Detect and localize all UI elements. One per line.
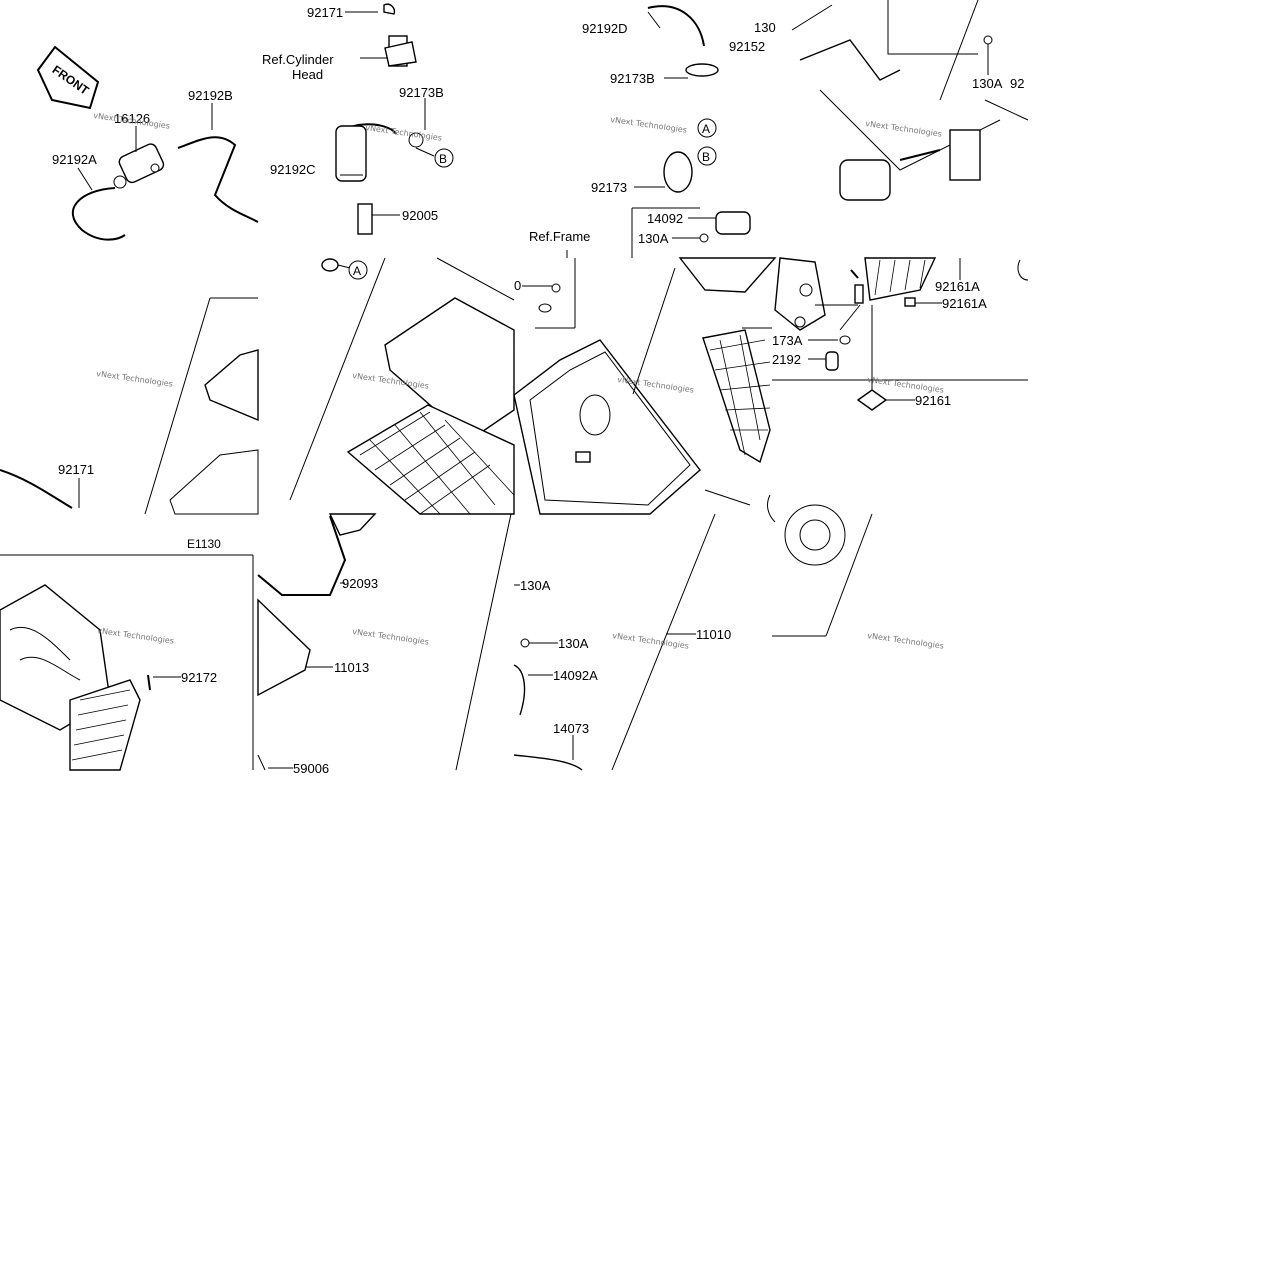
front-arrow-icon: FRONT xyxy=(36,45,100,110)
callout-a: A xyxy=(353,264,361,278)
label-ref-frame: Ref.Frame xyxy=(529,229,590,244)
hose-92192a xyxy=(71,187,126,241)
panel-drain-parts: 173A 2192 xyxy=(772,304,861,371)
label-92192b: 92192B xyxy=(188,88,233,103)
label-16126: 16126 xyxy=(114,111,150,126)
panel-cylinder-head: B A 92171 Ref.Cylinder Head 92173B 92192… xyxy=(262,3,454,280)
label-92161: 92161 xyxy=(915,393,951,408)
label-2192: 2192 xyxy=(772,352,801,367)
label-92171: 92171 xyxy=(307,5,343,20)
label-92152: 92152 xyxy=(729,39,765,54)
watermark: vNext Technologies xyxy=(867,631,945,651)
label-173a: 173A xyxy=(772,333,803,348)
filter-mesh xyxy=(359,411,515,515)
callout-a: A xyxy=(702,122,710,136)
panel-breather-hose: 92171 vNext Technologies xyxy=(0,297,259,515)
panel-gasket-element: 92093 11013 59006 vNext Technologies xyxy=(257,513,512,776)
label-92192a: 92192A xyxy=(52,152,97,167)
panel-duct-bottom: 130A 130A 14092A 14073 11010 vNext Techn… xyxy=(513,494,945,771)
label-92192c: 92192C xyxy=(270,162,316,177)
label-130: 130 xyxy=(754,20,776,35)
label-14073: 14073 xyxy=(553,721,589,736)
label-92161a: 92161A xyxy=(935,279,980,294)
watermark: vNext Technologies xyxy=(96,369,174,389)
label-92171: 92171 xyxy=(58,462,94,477)
label-14092a: 14092A xyxy=(553,668,598,683)
label-11013: 11013 xyxy=(334,660,369,675)
label-92172: 92172 xyxy=(181,670,217,685)
label-92161a: 92161A xyxy=(942,296,987,311)
label-92173b: 92173B xyxy=(610,71,655,86)
label-0: 0 xyxy=(514,278,521,293)
air-valve-part xyxy=(113,143,165,189)
label-head: Head xyxy=(292,67,323,82)
label-92173b: 92173B xyxy=(399,85,444,100)
label-130a: 130A xyxy=(972,76,1003,91)
cover-grid xyxy=(709,334,771,456)
panel-hoses-clamps: A B 92192D 92152 130 92173B 92173 14092 … xyxy=(582,5,776,258)
label-92173: 92173 xyxy=(591,180,627,195)
watermark: vNext Technologies xyxy=(365,123,443,143)
panel-intake-duct: E1130 92172 vNext Technologies xyxy=(0,537,254,771)
label-130a: 130A xyxy=(520,578,551,593)
panel-air-filter: Ref.Frame 0 vNext Technologies xyxy=(289,229,590,515)
watermark: vNext Technologies xyxy=(97,626,175,646)
label-e1130: E1130 xyxy=(187,537,221,551)
hose-92192b xyxy=(177,136,259,223)
label-92192d: 92192D xyxy=(582,21,628,36)
label-92: 92 xyxy=(1010,76,1024,91)
label-92093: 92093 xyxy=(342,576,378,591)
callout-b: B xyxy=(702,150,710,164)
callout-b: B xyxy=(439,152,447,166)
label-92005: 92005 xyxy=(402,208,438,223)
panel-frame: 130A 92 vNext Technologies xyxy=(785,0,1029,210)
panel-right-sensors: 92161A 92161A 92161 vNext Technologies xyxy=(772,257,1029,411)
label-130a: 130A xyxy=(638,231,669,246)
panel-front-hoses: FRONT 16126 92192B 92192A vNext Technolo… xyxy=(36,45,259,241)
watermark: vNext Technologies xyxy=(352,627,430,647)
label-130a: 130A xyxy=(558,636,589,651)
label-11010: 11010 xyxy=(696,627,731,642)
label-14092: 14092 xyxy=(647,211,683,226)
watermark: vNext Technologies xyxy=(867,375,945,395)
panel-airbox: vNext Technologies xyxy=(513,257,826,515)
label-59006: 59006 xyxy=(293,761,329,776)
watermark: vNext Technologies xyxy=(610,115,688,135)
label-ref-cylinder: Ref.Cylinder xyxy=(262,52,334,67)
